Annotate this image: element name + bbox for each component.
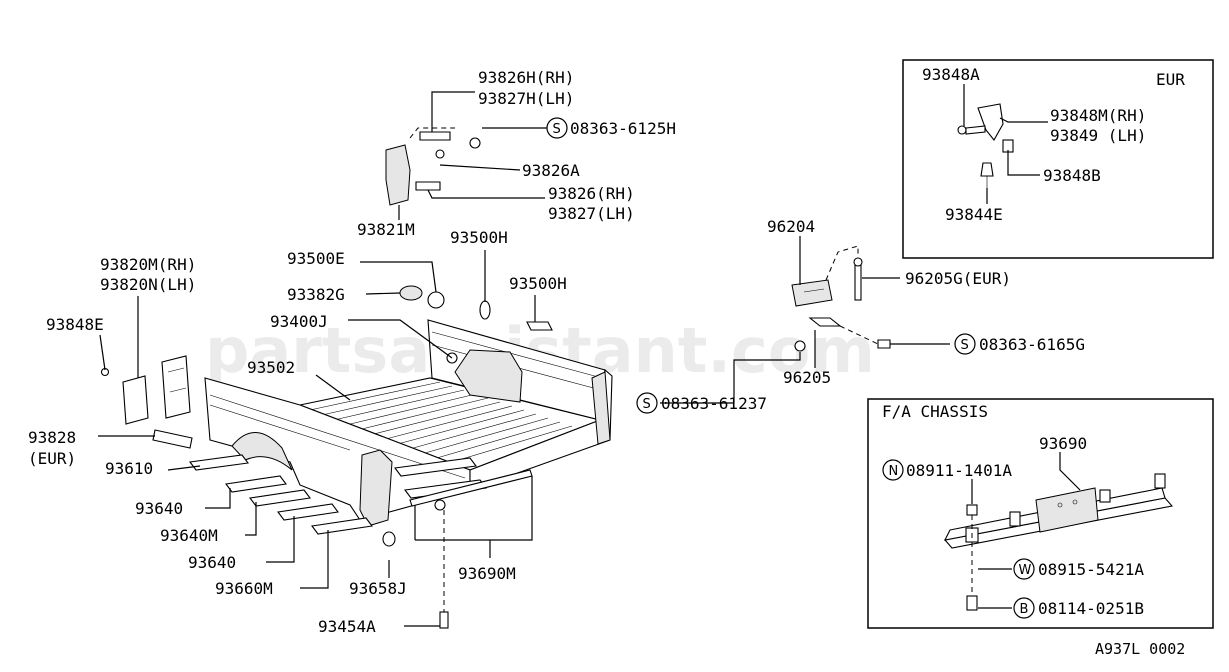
label-93848E: 93848E bbox=[46, 315, 104, 334]
inset-chassis: F/A CHASSIS 93690 N 08911-1401A W 08915-… bbox=[867, 398, 1214, 629]
inset-chassis-title: F/A CHASSIS bbox=[882, 402, 988, 421]
label-08911-1401A: 08911-1401A bbox=[906, 461, 1012, 480]
label-93640M: 93640M bbox=[160, 526, 218, 545]
label-93690: 93690 bbox=[1039, 434, 1087, 453]
truck-bed-assembly bbox=[188, 319, 613, 535]
label-93826A: 93826A bbox=[522, 161, 580, 180]
label-93826H: 93826H(RH) bbox=[478, 68, 574, 87]
stay-labels: 96204 96205G(EUR) S 08363-6165G 96205 S … bbox=[636, 217, 1085, 414]
stay-leader-lines bbox=[660, 236, 950, 404]
label-93500H-a: 93500H bbox=[450, 228, 508, 247]
label-93500E: 93500E bbox=[287, 249, 345, 268]
label-93382G: 93382G bbox=[287, 285, 345, 304]
label-93828-eur: (EUR) bbox=[28, 449, 76, 468]
side-reinforcements bbox=[100, 355, 193, 449]
label-93500H-b: 93500H bbox=[509, 274, 567, 293]
hinge-bracket bbox=[385, 144, 411, 206]
label-93827: 93827(LH) bbox=[548, 204, 635, 223]
symbol-s-6165G: S bbox=[954, 333, 976, 355]
label-96204: 96204 bbox=[767, 217, 815, 236]
reinforcement-small bbox=[122, 375, 149, 425]
label-93820N: 93820N(LH) bbox=[100, 275, 196, 294]
leader-lines bbox=[98, 91, 547, 589]
svg-text:S: S bbox=[643, 397, 651, 412]
svg-text:W: W bbox=[1019, 563, 1032, 578]
svg-text:B: B bbox=[1020, 602, 1029, 617]
rear-corner-post bbox=[359, 449, 393, 527]
label-08363-6165G: 08363-6165G bbox=[979, 335, 1085, 354]
chassis-centre-bracket bbox=[1035, 487, 1099, 533]
inset-eur-frame bbox=[902, 59, 1214, 259]
label-08915-5421A: 08915-5421A bbox=[1038, 560, 1144, 579]
inset-chassis-frame bbox=[867, 398, 1214, 629]
symbol-b: B bbox=[1013, 597, 1035, 619]
label-93848A: 93848A bbox=[922, 65, 980, 84]
label-93848B: 93848B bbox=[1043, 166, 1101, 185]
inset-eur: EUR 93848A 93848M(RH) 93849 (LH) 93848B … bbox=[902, 59, 1214, 259]
label-93400J: 93400J bbox=[270, 312, 328, 331]
front-panel-reinforcement bbox=[454, 349, 523, 403]
svg-text:S: S bbox=[553, 122, 561, 137]
label-93690M: 93690M bbox=[458, 564, 516, 583]
svg-text:N: N bbox=[889, 464, 899, 479]
reinforcement-large bbox=[161, 355, 191, 419]
symbol-s-6125H: S bbox=[546, 117, 568, 139]
label-93502: 93502 bbox=[247, 358, 295, 377]
label-93610: 93610 bbox=[105, 459, 153, 478]
label-93821M: 93821M bbox=[357, 220, 415, 239]
label-93828: 93828 bbox=[28, 428, 76, 447]
label-93849: 93849 (LH) bbox=[1050, 126, 1146, 145]
stay-bracket bbox=[791, 279, 833, 307]
main-labels: 93826H(RH) 93827H(LH) S 08363-6125H 9382… bbox=[28, 68, 676, 636]
drawing-code: A937L 0002 bbox=[1095, 640, 1185, 658]
label-93820M: 93820M(RH) bbox=[100, 255, 196, 274]
eur-cover bbox=[152, 429, 193, 449]
tailgate-hinge-assembly bbox=[385, 127, 481, 206]
symbol-s-61237: S bbox=[636, 392, 658, 414]
label-93640-b: 93640 bbox=[188, 553, 236, 572]
label-93640-a: 93640 bbox=[135, 499, 183, 518]
label-08363-61237: 08363-61237 bbox=[661, 394, 767, 413]
label-93848M: 93848M(RH) bbox=[1050, 106, 1146, 125]
floor-ribs bbox=[309, 381, 573, 466]
label-93826: 93826(RH) bbox=[548, 184, 635, 203]
label-08363-6125H: 08363-6125H bbox=[570, 119, 676, 138]
eur-lock-bracket bbox=[977, 103, 1004, 141]
label-93660M: 93660M bbox=[215, 579, 273, 598]
tailgate-stay-assembly bbox=[791, 245, 891, 352]
rear-wheel-arch bbox=[231, 432, 293, 471]
label-93658J: 93658J bbox=[349, 579, 407, 598]
label-93454A: 93454A bbox=[318, 617, 376, 636]
svg-text:S: S bbox=[961, 338, 969, 353]
label-96205: 96205 bbox=[783, 368, 831, 387]
symbol-w: W bbox=[1013, 558, 1035, 580]
inset-eur-title: EUR bbox=[1156, 70, 1185, 89]
label-96205G: 96205G(EUR) bbox=[905, 269, 1011, 288]
label-93827H: 93827H(LH) bbox=[478, 89, 574, 108]
symbol-n: N bbox=[882, 459, 904, 481]
front-corner-post bbox=[591, 371, 611, 445]
label-08114-0251B: 08114-0251B bbox=[1038, 599, 1144, 618]
label-93844E: 93844E bbox=[945, 205, 1003, 224]
